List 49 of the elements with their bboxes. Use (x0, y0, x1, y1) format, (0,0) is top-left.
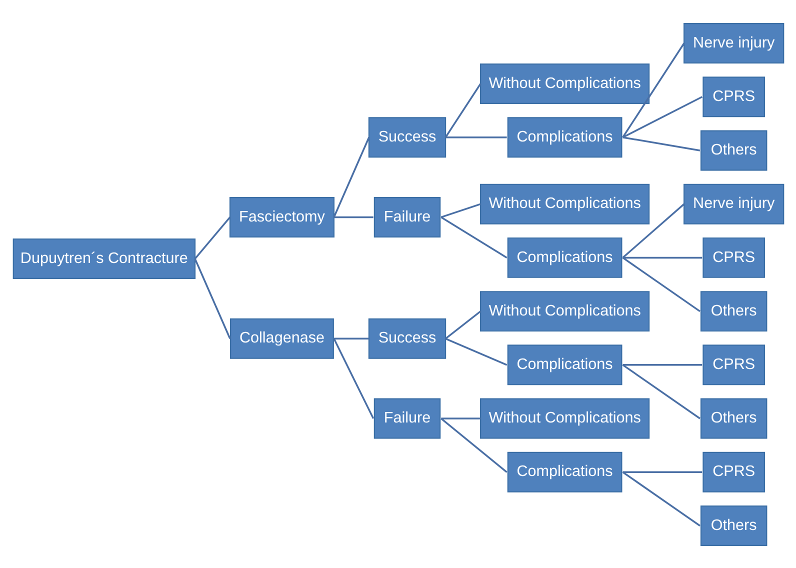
node-box: Nerve injury (683, 22, 784, 63)
node-box: Collagenase (230, 318, 334, 358)
node-box: Success (368, 318, 446, 358)
connector (622, 256, 700, 312)
node-box: Nerve injury (683, 183, 784, 224)
node-box: CPRS (702, 236, 765, 278)
connector (440, 216, 507, 258)
node-box: Fasciectomy (228, 196, 334, 237)
node-box: Complications (506, 451, 622, 492)
node-box: Complications (506, 236, 622, 278)
connector (622, 42, 684, 138)
connector (332, 136, 370, 218)
connector (622, 470, 702, 473)
connector (622, 364, 702, 366)
connector (440, 417, 480, 419)
node-box: Without Complications (480, 183, 650, 224)
node-box: Without Complications (480, 63, 650, 104)
node-box: Failure (373, 398, 440, 438)
connector (622, 470, 700, 526)
connector (622, 202, 684, 258)
node-box: Without Complications (480, 398, 650, 438)
connector (622, 96, 702, 138)
connector (622, 364, 700, 419)
connector (440, 202, 480, 218)
node-box: CPRS (702, 344, 765, 385)
connector (194, 258, 230, 339)
node-box: Dupuytren´s Contracture (12, 238, 196, 279)
node-box: Others (700, 505, 767, 546)
connector (333, 337, 368, 340)
node-box: CPRS (702, 76, 765, 117)
node-box: Others (700, 130, 767, 170)
node-box: Without Complications (480, 290, 650, 332)
connector (333, 216, 373, 218)
connector (194, 216, 230, 259)
node-box: Others (700, 290, 767, 332)
connector (444, 82, 481, 138)
connector (622, 256, 702, 258)
connector (444, 310, 481, 339)
node-box: Success (368, 116, 446, 158)
connector (444, 337, 507, 366)
connector (440, 417, 507, 472)
node-box: Complications (506, 344, 622, 385)
node-box: CPRS (702, 451, 765, 492)
node-box: Complications (506, 116, 622, 158)
connector (445, 136, 506, 138)
node-box: Failure (373, 196, 440, 237)
node-box: Others (700, 398, 767, 438)
connector (332, 338, 374, 418)
connector (622, 136, 700, 151)
